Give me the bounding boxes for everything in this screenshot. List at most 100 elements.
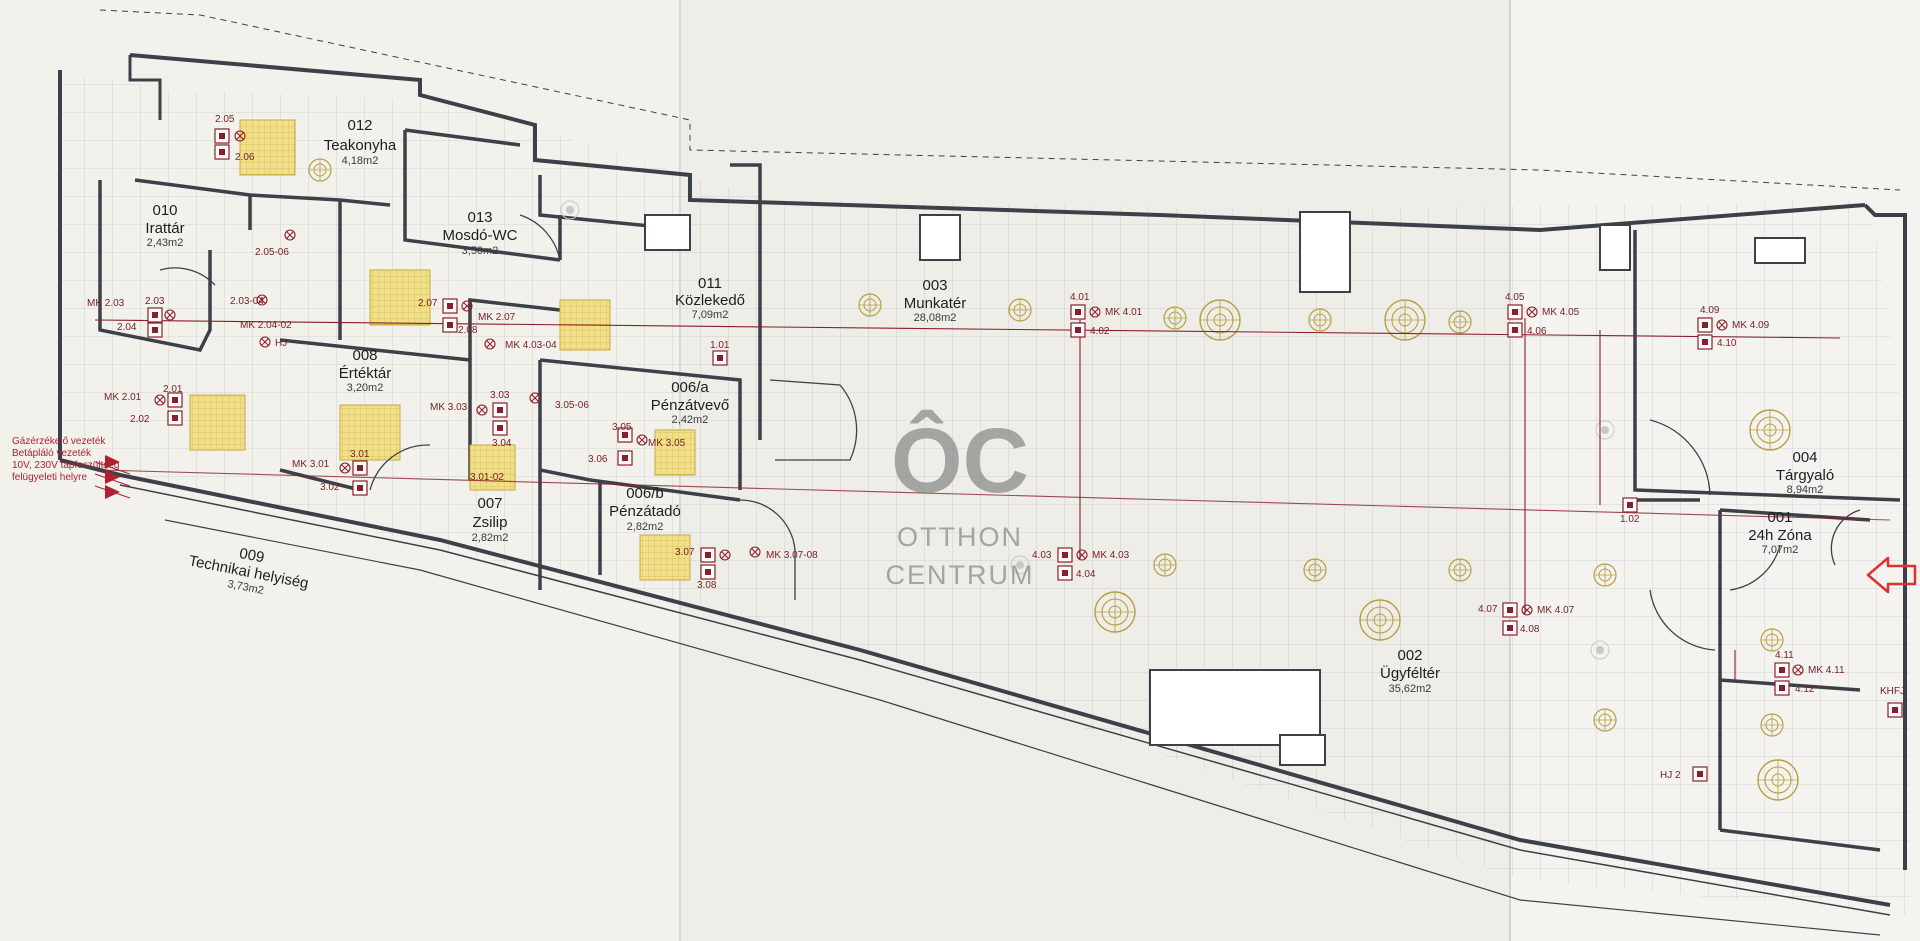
legend-line-1: Gázérzékelő vezeték xyxy=(12,436,106,447)
svg-text:3.08: 3.08 xyxy=(697,580,717,591)
watermark-line-2: CENTRUM xyxy=(886,560,1035,590)
svg-text:7,09m2: 7,09m2 xyxy=(692,309,729,321)
svg-text:MK 4.05: MK 4.05 xyxy=(1542,307,1580,318)
svg-text:3.03: 3.03 xyxy=(490,390,510,401)
svg-text:Pénzátvevő: Pénzátvevő xyxy=(651,397,729,414)
svg-text:28,08m2: 28,08m2 xyxy=(914,312,957,324)
svg-text:Pénzátadó: Pénzátadó xyxy=(609,503,681,520)
svg-text:3.01-02: 3.01-02 xyxy=(470,472,504,483)
svg-text:4.12: 4.12 xyxy=(1795,684,1815,695)
svg-text:3.02: 3.02 xyxy=(320,482,340,493)
svg-text:Munkatér: Munkatér xyxy=(904,295,967,312)
svg-text:2.06: 2.06 xyxy=(235,152,255,163)
svg-text:007: 007 xyxy=(477,495,502,512)
svg-text:006/a: 006/a xyxy=(671,379,709,396)
svg-text:3.05-06: 3.05-06 xyxy=(555,400,589,411)
svg-text:4,18m2: 4,18m2 xyxy=(342,155,379,167)
svg-text:2.01: 2.01 xyxy=(163,384,183,395)
svg-text:2.05-06: 2.05-06 xyxy=(255,247,289,258)
svg-text:006/b: 006/b xyxy=(626,485,664,502)
arrow-left-icon xyxy=(1866,556,1917,594)
watermark-monogram: ÔC xyxy=(891,409,1029,512)
legend-line-4: felügyeleti helyre xyxy=(12,472,87,483)
svg-text:4.11: 4.11 xyxy=(1775,650,1794,661)
svg-text:MK 4.09: MK 4.09 xyxy=(1732,320,1770,331)
svg-text:Irattár: Irattár xyxy=(145,220,184,237)
svg-text:MK 3.07-08: MK 3.07-08 xyxy=(766,550,818,561)
watermark-line-1: OTTHON xyxy=(897,522,1023,552)
svg-text:Tárgyaló: Tárgyaló xyxy=(1776,467,1834,484)
svg-text:MK 4.11: MK 4.11 xyxy=(1808,665,1845,676)
svg-text:3,50m2: 3,50m2 xyxy=(462,245,499,257)
svg-text:4.03: 4.03 xyxy=(1032,550,1052,561)
svg-text:2.04: 2.04 xyxy=(117,322,137,333)
svg-text:2.05: 2.05 xyxy=(215,114,235,125)
svg-text:3.01: 3.01 xyxy=(350,449,370,460)
otthon-centrum-watermark: ÔC OTTHON CENTRUM xyxy=(886,409,1035,590)
svg-text:009: 009 xyxy=(238,545,266,566)
security-devices: 2.05 2.06 2.03 2.04 MK 2.03 2.05-06 2.03… xyxy=(87,114,1905,782)
svg-text:Ügyféltér: Ügyféltér xyxy=(1380,664,1440,682)
svg-text:2,43m2: 2,43m2 xyxy=(147,237,184,249)
svg-text:1.01: 1.01 xyxy=(710,340,730,351)
svg-text:Értéktár: Értéktár xyxy=(339,365,392,382)
svg-text:Közlekedő: Közlekedő xyxy=(675,292,745,309)
svg-text:3.05: 3.05 xyxy=(612,422,632,433)
svg-text:011: 011 xyxy=(698,275,722,292)
svg-text:HJ 2: HJ 2 xyxy=(1660,770,1681,781)
svg-text:MK 2.04-02: MK 2.04-02 xyxy=(240,320,292,331)
svg-text:1.02: 1.02 xyxy=(1620,514,1640,525)
svg-text:013: 013 xyxy=(467,209,492,226)
svg-text:2.08: 2.08 xyxy=(458,325,478,336)
door-swings xyxy=(159,214,1861,651)
svg-text:4.01: 4.01 xyxy=(1070,292,1090,303)
svg-text:4.08: 4.08 xyxy=(1520,624,1540,635)
svg-text:MK 2.07: MK 2.07 xyxy=(478,312,516,323)
legend-line-3: 10V, 230V tápfeszültség xyxy=(12,460,120,471)
svg-text:MK 4.07: MK 4.07 xyxy=(1537,605,1575,616)
svg-text:4.10: 4.10 xyxy=(1717,338,1737,349)
svg-text:4.02: 4.02 xyxy=(1090,326,1110,337)
svg-text:7,07m2: 7,07m2 xyxy=(1762,544,1799,556)
svg-text:002: 002 xyxy=(1397,647,1422,664)
svg-text:4.06: 4.06 xyxy=(1527,326,1547,337)
svg-text:3.06: 3.06 xyxy=(588,454,608,465)
legend-line-2: Betápláló vezeték xyxy=(12,448,92,459)
svg-text:8,94m2: 8,94m2 xyxy=(1787,484,1824,496)
svg-text:35,62m2: 35,62m2 xyxy=(1389,683,1432,695)
svg-text:MK 3.03: MK 3.03 xyxy=(430,402,468,413)
svg-text:24h Zóna: 24h Zóna xyxy=(1748,527,1812,544)
svg-text:MK 4.03-04: MK 4.03-04 xyxy=(505,340,557,351)
svg-text:MK 4.01: MK 4.01 xyxy=(1105,307,1143,318)
svg-text:4.04: 4.04 xyxy=(1076,569,1096,580)
svg-text:HJ: HJ xyxy=(275,338,287,349)
svg-text:2.03: 2.03 xyxy=(145,296,165,307)
svg-text:012: 012 xyxy=(347,117,372,134)
svg-text:MK 2.01: MK 2.01 xyxy=(104,392,142,403)
svg-text:4.07: 4.07 xyxy=(1478,604,1498,615)
columns xyxy=(644,211,1806,766)
svg-text:2.03-04: 2.03-04 xyxy=(230,296,264,307)
svg-text:Mosdó-WC: Mosdó-WC xyxy=(442,227,517,244)
svg-text:MK 4.03: MK 4.03 xyxy=(1092,550,1130,561)
svg-text:4.09: 4.09 xyxy=(1700,305,1720,316)
alarm-wiring xyxy=(94,318,1891,680)
svg-text:3,20m2: 3,20m2 xyxy=(347,382,384,394)
svg-text:KHFJ: KHFJ xyxy=(1880,686,1905,697)
svg-text:2.02: 2.02 xyxy=(130,414,150,425)
svg-text:2,82m2: 2,82m2 xyxy=(472,532,509,544)
svg-text:Teakonyha: Teakonyha xyxy=(324,137,397,154)
svg-text:2,42m2: 2,42m2 xyxy=(672,414,709,426)
interior-walls xyxy=(98,128,1901,852)
